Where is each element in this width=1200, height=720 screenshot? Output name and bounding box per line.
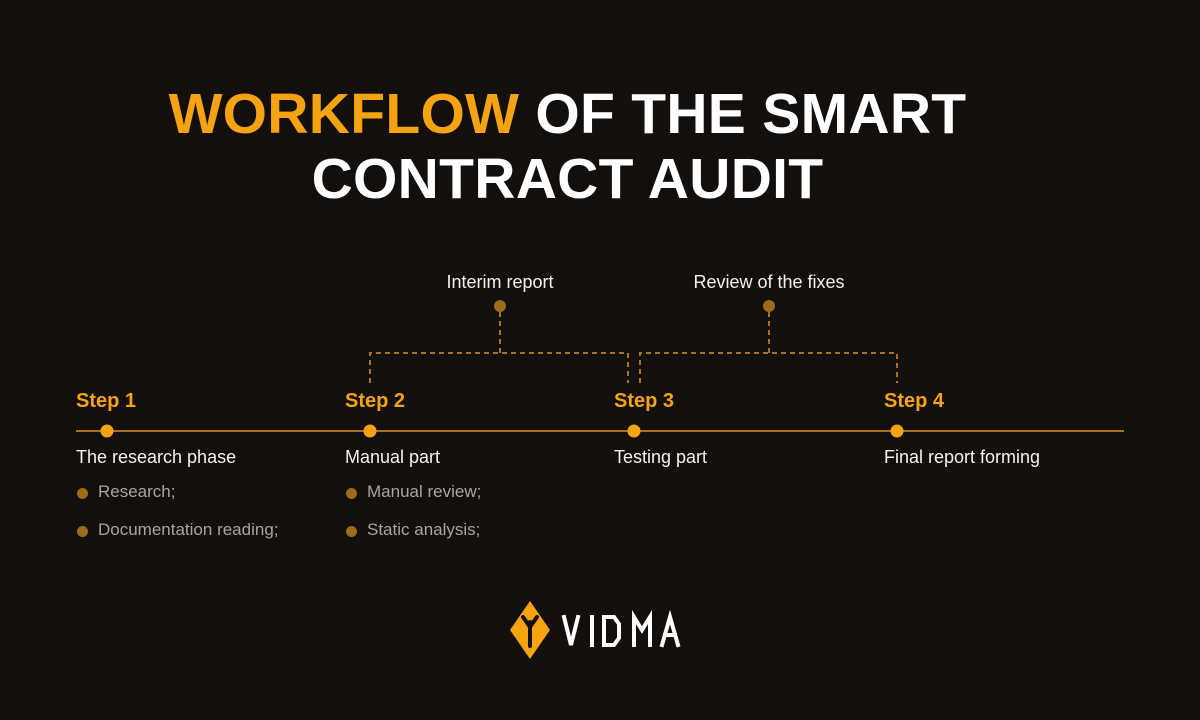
vidma-wordmark <box>561 609 681 648</box>
milestone-interim-report-label: Interim report <box>446 272 554 292</box>
bullet-dot-icon <box>77 526 88 537</box>
vidma-diamond-icon <box>510 601 550 659</box>
page-title: WORKFLOW OF THE SMART CONTRACT AUDIT <box>0 82 1135 212</box>
list-item: Manual review; <box>345 482 481 502</box>
vidma-logo <box>510 601 681 659</box>
step-3-name: Testing part <box>614 447 708 467</box>
list-item: Documentation reading; <box>76 520 279 540</box>
step-2-name: Manual part <box>345 447 441 467</box>
list-item: Research; <box>76 482 175 502</box>
step-1-bullet-2: Documentation reading; <box>98 520 279 539</box>
milestone-review-fixes-label: Review of the fixes <box>693 272 845 292</box>
review-fixes-dot <box>763 300 775 312</box>
interim-report-bracket <box>369 312 629 383</box>
step-4-dot <box>890 424 904 438</box>
step-1-bullet-1: Research; <box>98 482 176 501</box>
step-2-bullet-1: Manual review; <box>367 482 482 501</box>
step-1-name: The research phase <box>76 447 237 467</box>
bullet-dot-icon <box>77 488 88 499</box>
step-2-dot <box>363 424 377 438</box>
step-1-dot <box>100 424 114 438</box>
title-accent: WORKFLOW <box>168 82 520 146</box>
review-fixes-bracket <box>639 312 898 383</box>
step-3-label: Step 3 <box>614 390 675 412</box>
step-4-label: Step 4 <box>884 390 945 412</box>
title-line2: CONTRACT AUDIT <box>311 147 824 211</box>
list-item: Static analysis; <box>345 520 480 540</box>
step-2-label: Step 2 <box>345 390 406 412</box>
title-line1-rest: OF THE SMART <box>519 82 967 146</box>
step-4-name: Final report forming <box>884 447 1041 467</box>
step-3-dot <box>627 424 641 438</box>
bullet-dot-icon <box>346 526 357 537</box>
interim-report-dot <box>494 300 506 312</box>
step-1-label: Step 1 <box>76 390 137 412</box>
step-2-bullet-2: Static analysis; <box>367 520 481 539</box>
bullet-dot-icon <box>346 488 357 499</box>
